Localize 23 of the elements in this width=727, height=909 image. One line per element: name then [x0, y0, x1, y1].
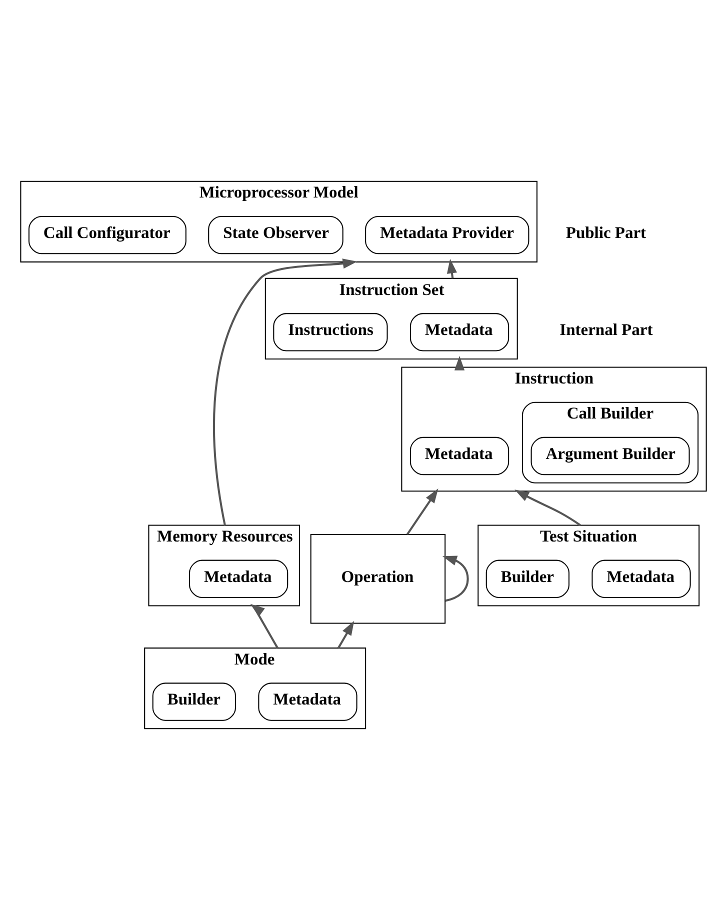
- arrow: [446, 258, 458, 278]
- node-box: Metadata: [189, 559, 288, 598]
- node-box: State Observer: [208, 215, 344, 254]
- node-box: Metadata: [258, 682, 358, 720]
- arrow: [337, 620, 354, 648]
- arrow: [442, 555, 469, 602]
- node-box: Builder: [152, 682, 236, 720]
- node-box: Metadata: [592, 559, 691, 598]
- arrow: [212, 258, 358, 525]
- arrow: [514, 489, 581, 526]
- node-box: Metadata: [410, 436, 510, 475]
- arrow: [250, 603, 278, 648]
- label: Internal Part: [560, 320, 653, 339]
- node-box: Metadata Provider: [365, 215, 530, 254]
- node-box: Metadata: [410, 312, 510, 351]
- label: Public Part: [566, 222, 646, 242]
- node-box: Operation: [310, 533, 446, 624]
- node-box: Call Configurator: [28, 215, 186, 254]
- node-box: Instructions: [273, 312, 388, 351]
- arrow: [454, 355, 465, 370]
- arrow: [406, 488, 438, 535]
- node-box: Argument Builder: [530, 436, 690, 475]
- node-box: Builder: [486, 559, 570, 598]
